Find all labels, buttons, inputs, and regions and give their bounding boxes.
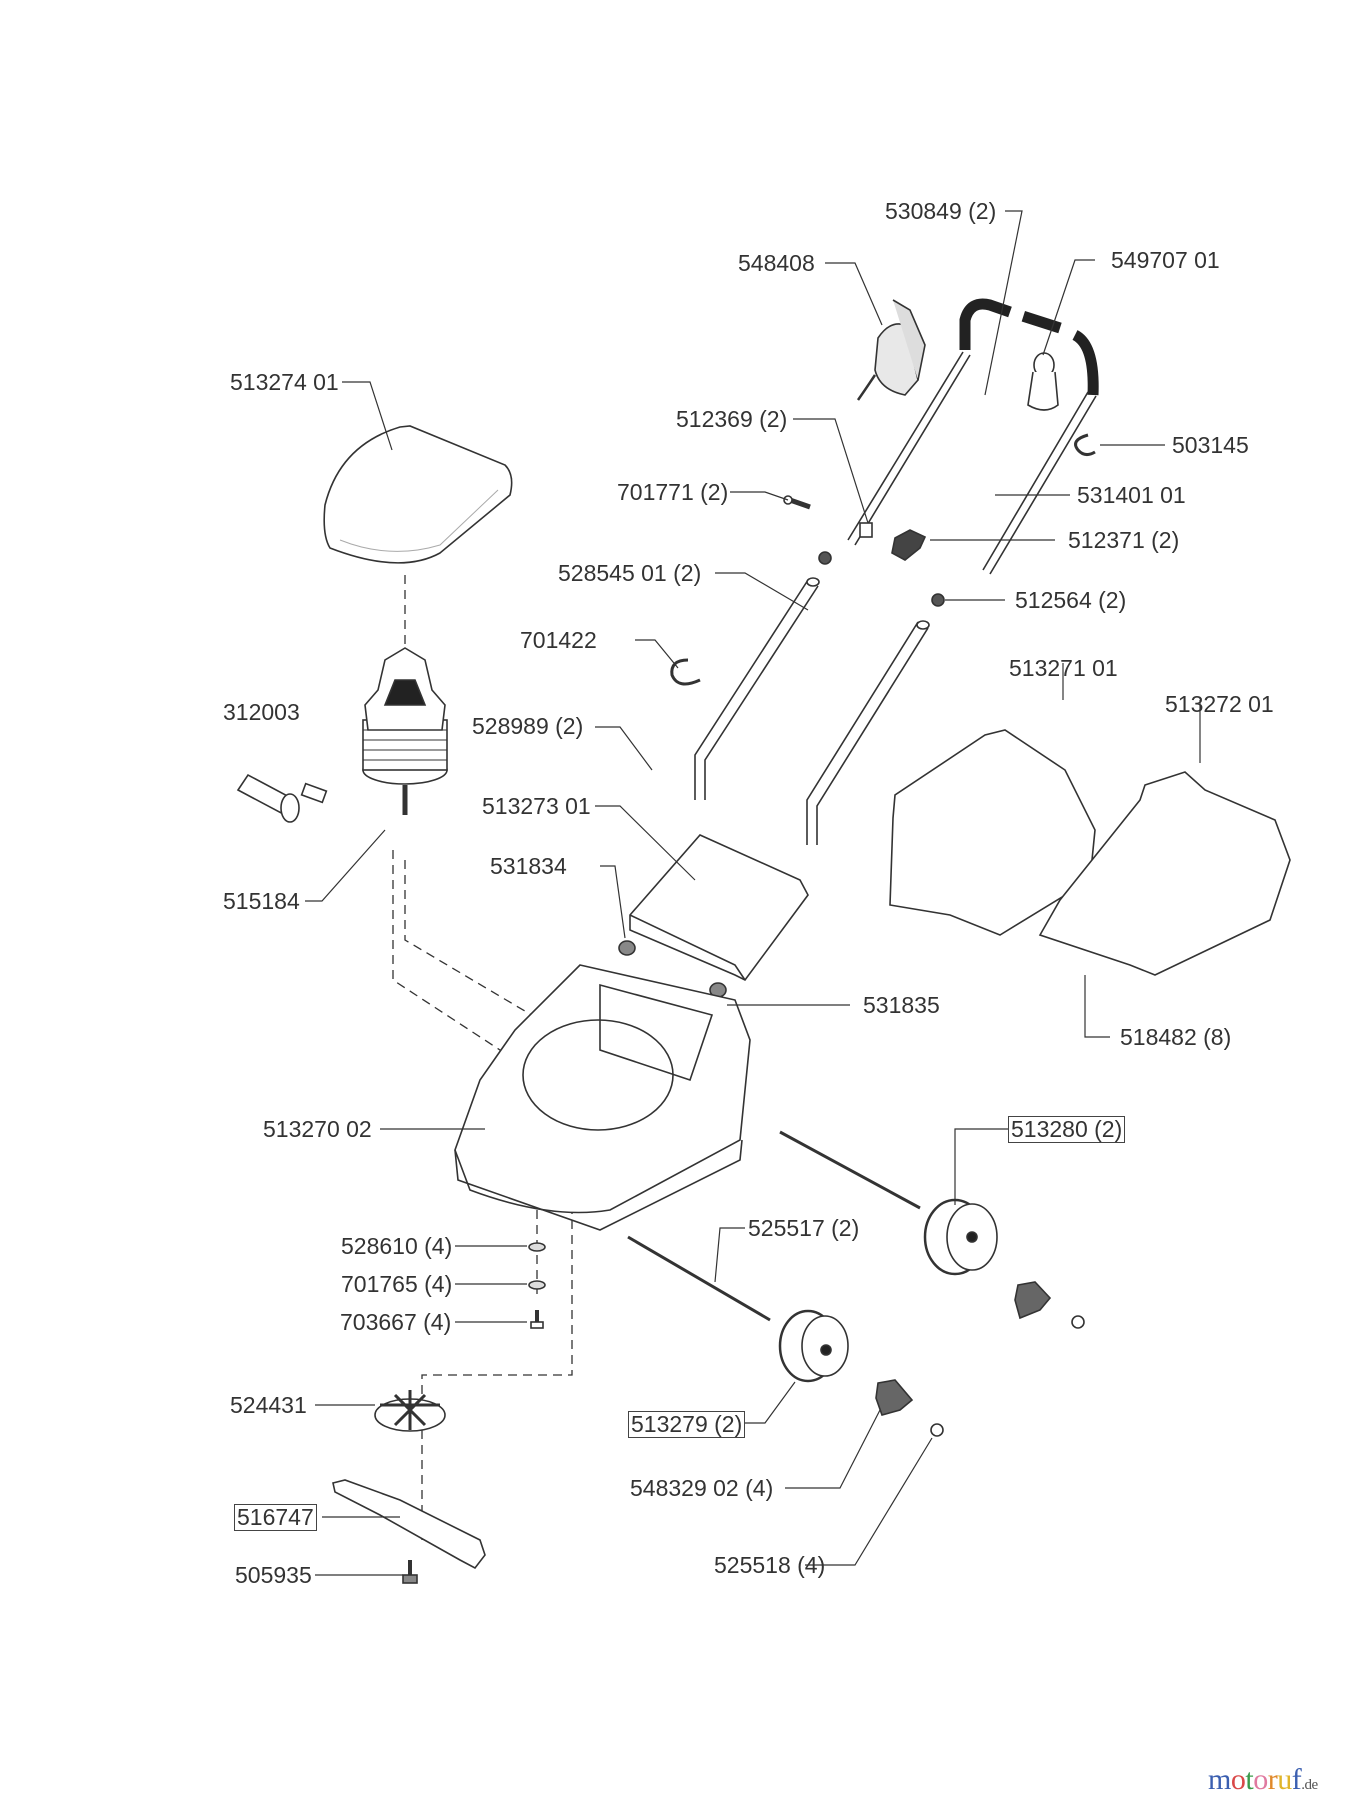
handle-clamp bbox=[859, 522, 873, 538]
grass-box-lower bbox=[1038, 771, 1291, 976]
leader-lines bbox=[305, 210, 1201, 1576]
part-label-701765: 701765 (4) bbox=[341, 1271, 453, 1297]
handle-knob bbox=[891, 529, 927, 561]
part-label-512564: 512564 (2) bbox=[1015, 587, 1127, 613]
rear-wheel bbox=[923, 1198, 998, 1276]
watermark-logo: motoruf.de bbox=[1208, 1763, 1318, 1797]
part-label-513280: 513280 (2) bbox=[1008, 1116, 1126, 1143]
part-label-312003: 312003 bbox=[223, 699, 300, 725]
part-label-515184: 515184 bbox=[223, 888, 300, 914]
motor-screw bbox=[530, 1310, 544, 1329]
blade-bolt bbox=[402, 1560, 418, 1584]
mower-deck bbox=[454, 964, 751, 1231]
part-label-548329: 548329 02 (4) bbox=[630, 1475, 774, 1501]
part-label-512369: 512369 (2) bbox=[676, 406, 788, 432]
axle-rear bbox=[779, 1130, 921, 1210]
switch-box bbox=[856, 299, 926, 401]
rear-flap bbox=[629, 834, 809, 982]
part-label-528610: 528610 (4) bbox=[341, 1233, 453, 1259]
watermark-letter: t bbox=[1245, 1763, 1254, 1796]
part-label-528989: 528989 (2) bbox=[472, 713, 584, 739]
wheel-knob-front bbox=[875, 1379, 914, 1416]
tube-plug-left bbox=[818, 551, 832, 565]
part-label-513274: 513274 01 bbox=[230, 369, 339, 395]
blade bbox=[332, 1479, 486, 1570]
watermark-letter: m bbox=[1208, 1763, 1231, 1796]
part-label-503145: 503145 bbox=[1172, 432, 1249, 458]
part-label-531834: 531834 bbox=[490, 853, 567, 879]
part-label-549707: 549707 01 bbox=[1111, 247, 1220, 273]
watermark-letter: o bbox=[1253, 1763, 1268, 1796]
cable-holder bbox=[1027, 352, 1059, 411]
motor-cover-top bbox=[323, 425, 513, 564]
part-label-513271: 513271 01 bbox=[1009, 655, 1118, 681]
watermark-letter: o bbox=[1230, 1763, 1246, 1796]
lower-handle-tube bbox=[694, 577, 930, 845]
part-label-524431: 524431 bbox=[230, 1392, 307, 1418]
washer-a bbox=[528, 1242, 546, 1252]
motor bbox=[362, 647, 448, 815]
wheel-nut-front bbox=[930, 1423, 944, 1437]
cable-clip bbox=[1074, 433, 1096, 457]
part-label-528545: 528545 01 (2) bbox=[558, 560, 702, 586]
part-label-531835: 531835 bbox=[863, 992, 940, 1018]
watermark-text: motoruf bbox=[1208, 1763, 1302, 1796]
watermark-letter: r bbox=[1267, 1763, 1278, 1796]
wheel-knob-rear bbox=[1014, 1281, 1052, 1320]
grass-box-upper bbox=[889, 729, 1096, 936]
part-label-525518: 525518 (4) bbox=[714, 1552, 826, 1578]
upper-handle bbox=[847, 298, 1099, 575]
handle-bolt bbox=[783, 495, 811, 510]
part-label-530849: 530849 (2) bbox=[885, 198, 997, 224]
part-label-701422: 701422 bbox=[520, 627, 597, 653]
spring-left bbox=[618, 940, 636, 956]
watermark-letter: f bbox=[1291, 1763, 1302, 1796]
part-label-513279: 513279 (2) bbox=[628, 1411, 746, 1438]
capacitor bbox=[236, 773, 328, 823]
axle-front bbox=[627, 1235, 771, 1322]
part-label-513272: 513272 01 bbox=[1165, 691, 1274, 717]
watermark-letter: u bbox=[1277, 1763, 1292, 1796]
watermark-suffix: .de bbox=[1301, 1777, 1318, 1793]
wheel-nut-rear bbox=[1071, 1315, 1085, 1329]
part-label-518482: 518482 (8) bbox=[1120, 1024, 1232, 1050]
part-label-505935: 505935 bbox=[235, 1562, 312, 1588]
cable-ring bbox=[670, 658, 701, 686]
part-label-548408: 548408 bbox=[738, 250, 815, 276]
part-label-513273: 513273 01 bbox=[482, 793, 591, 819]
part-label-513270: 513270 02 bbox=[263, 1116, 372, 1142]
fan-hub bbox=[374, 1390, 446, 1432]
tube-plug-right bbox=[931, 593, 945, 607]
part-label-703667: 703667 (4) bbox=[340, 1309, 452, 1335]
washer-b bbox=[528, 1280, 546, 1290]
part-label-701771: 701771 (2) bbox=[617, 479, 729, 505]
part-label-516747: 516747 bbox=[234, 1504, 317, 1531]
front-wheel bbox=[778, 1309, 849, 1383]
part-label-525517: 525517 (2) bbox=[748, 1215, 860, 1241]
part-label-512371: 512371 (2) bbox=[1068, 527, 1180, 553]
part-label-531401: 531401 01 bbox=[1077, 482, 1186, 508]
